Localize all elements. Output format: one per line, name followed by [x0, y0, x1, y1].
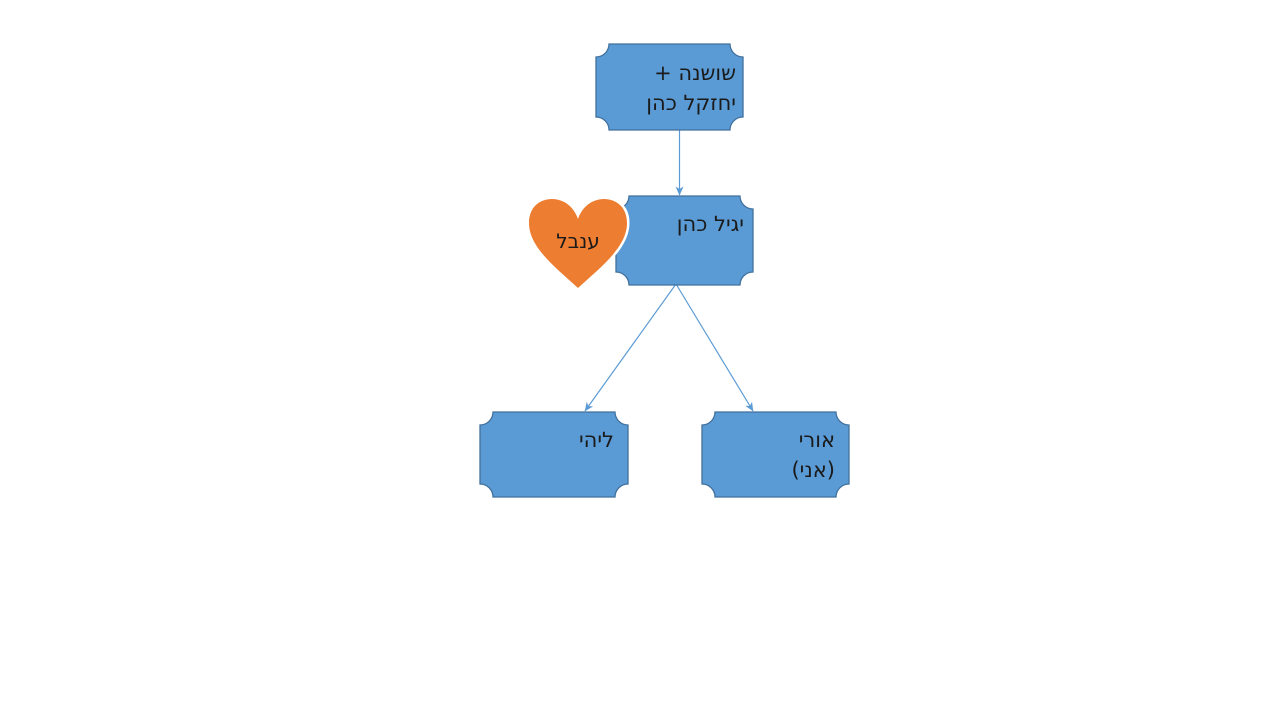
heart-icon	[526, 196, 630, 291]
son-label-line2: (אני)	[791, 458, 835, 482]
plaque-shape	[479, 411, 629, 498]
son-label: אורי (אני)	[702, 412, 849, 497]
node-son: אורי (אני)	[701, 411, 850, 498]
node-spouse-heart: ענבל	[522, 195, 634, 295]
plaque-shape	[701, 411, 850, 498]
spouse-label: ענבל	[556, 229, 600, 253]
son-label-line1: אורי	[798, 428, 835, 452]
connector-father-to-daughter	[584, 283, 677, 412]
node-father: יגיל כהן	[615, 195, 754, 286]
grandparents-label-line1: שושנה +	[654, 61, 736, 85]
daughter-label: ליהי	[578, 428, 614, 452]
connector-father-to-son	[675, 283, 754, 412]
plaque-shape	[595, 43, 744, 131]
grandparents-label-line2: יחזקל כהן	[646, 91, 736, 115]
grandparents-label: שושנה + יחזקל כהן	[596, 44, 743, 130]
father-label: יגיל כהן	[676, 212, 744, 236]
node-daughter: ליהי	[479, 411, 629, 498]
node-grandparents: שושנה + יחזקל כהן	[595, 43, 744, 131]
